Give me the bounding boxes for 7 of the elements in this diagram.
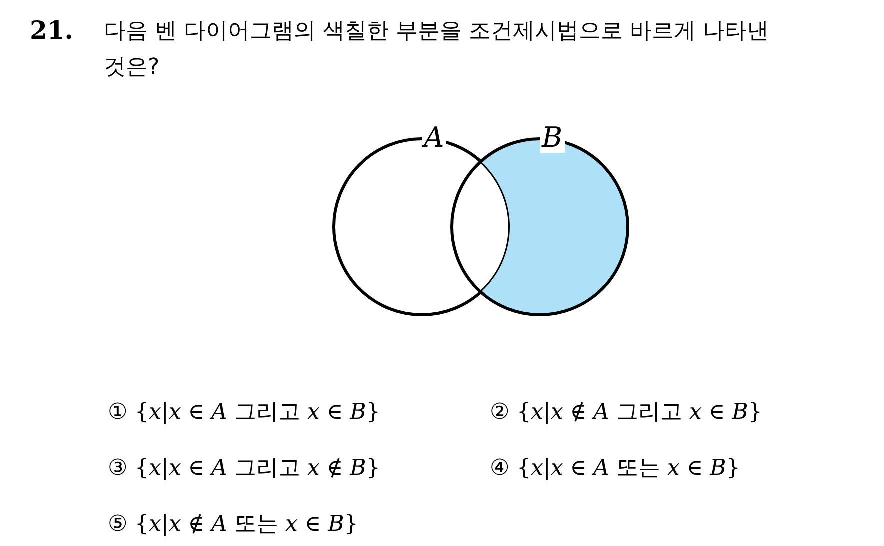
answer-choice: ② {x|x ∉ A 그리고 x ∈ B} <box>490 399 762 427</box>
question-text: 다음 벤 다이어그램의 색칠한 부분을 조건제시법으로 바르게 나타낸 것은? <box>104 18 770 82</box>
answer-choice: ④ {x|x ∈ A 또는 x ∈ B} <box>490 455 740 483</box>
answer-choice: ③ {x|x ∈ A 그리고 x ∉ B} <box>108 455 380 483</box>
answer-choice: ① {x|x ∈ A 그리고 x ∈ B} <box>108 399 380 427</box>
answer-choice: ⑤ {x|x ∉ A 또는 x ∈ B} <box>108 511 358 539</box>
question-number: 21. <box>30 16 74 45</box>
